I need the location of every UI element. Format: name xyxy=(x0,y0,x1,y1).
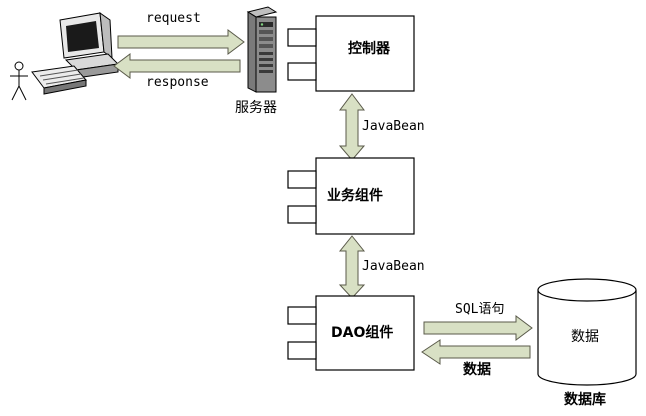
dao-box xyxy=(287,295,415,371)
dao-label: DAO组件 xyxy=(331,325,394,341)
sql-label: SQL语句 xyxy=(455,302,505,317)
sql-arrow xyxy=(423,315,533,341)
controller-label: 控制器 xyxy=(348,41,390,57)
business-label: 业务组件 xyxy=(327,188,383,204)
server-label: 服务器 xyxy=(235,100,277,116)
response-arrow xyxy=(113,53,241,79)
controller-box xyxy=(287,15,415,92)
database-cylinder xyxy=(537,278,637,386)
javabean-arrow-2 xyxy=(338,235,366,299)
database-content-label: 数据 xyxy=(571,329,599,345)
request-label: request xyxy=(146,11,201,26)
server-icon xyxy=(246,6,278,93)
data-return-arrow xyxy=(421,339,531,365)
javabean-label-2: JavaBean xyxy=(362,259,425,274)
javabean-label-1: JavaBean xyxy=(362,119,425,134)
request-arrow xyxy=(117,29,245,55)
business-box xyxy=(287,157,415,235)
database-label: 数据库 xyxy=(564,392,606,408)
user-figure-icon xyxy=(10,61,28,101)
response-label: response xyxy=(146,75,209,90)
data-return-label: 数据 xyxy=(463,362,491,378)
computer-icon xyxy=(31,11,120,95)
javabean-arrow-1 xyxy=(338,93,366,161)
